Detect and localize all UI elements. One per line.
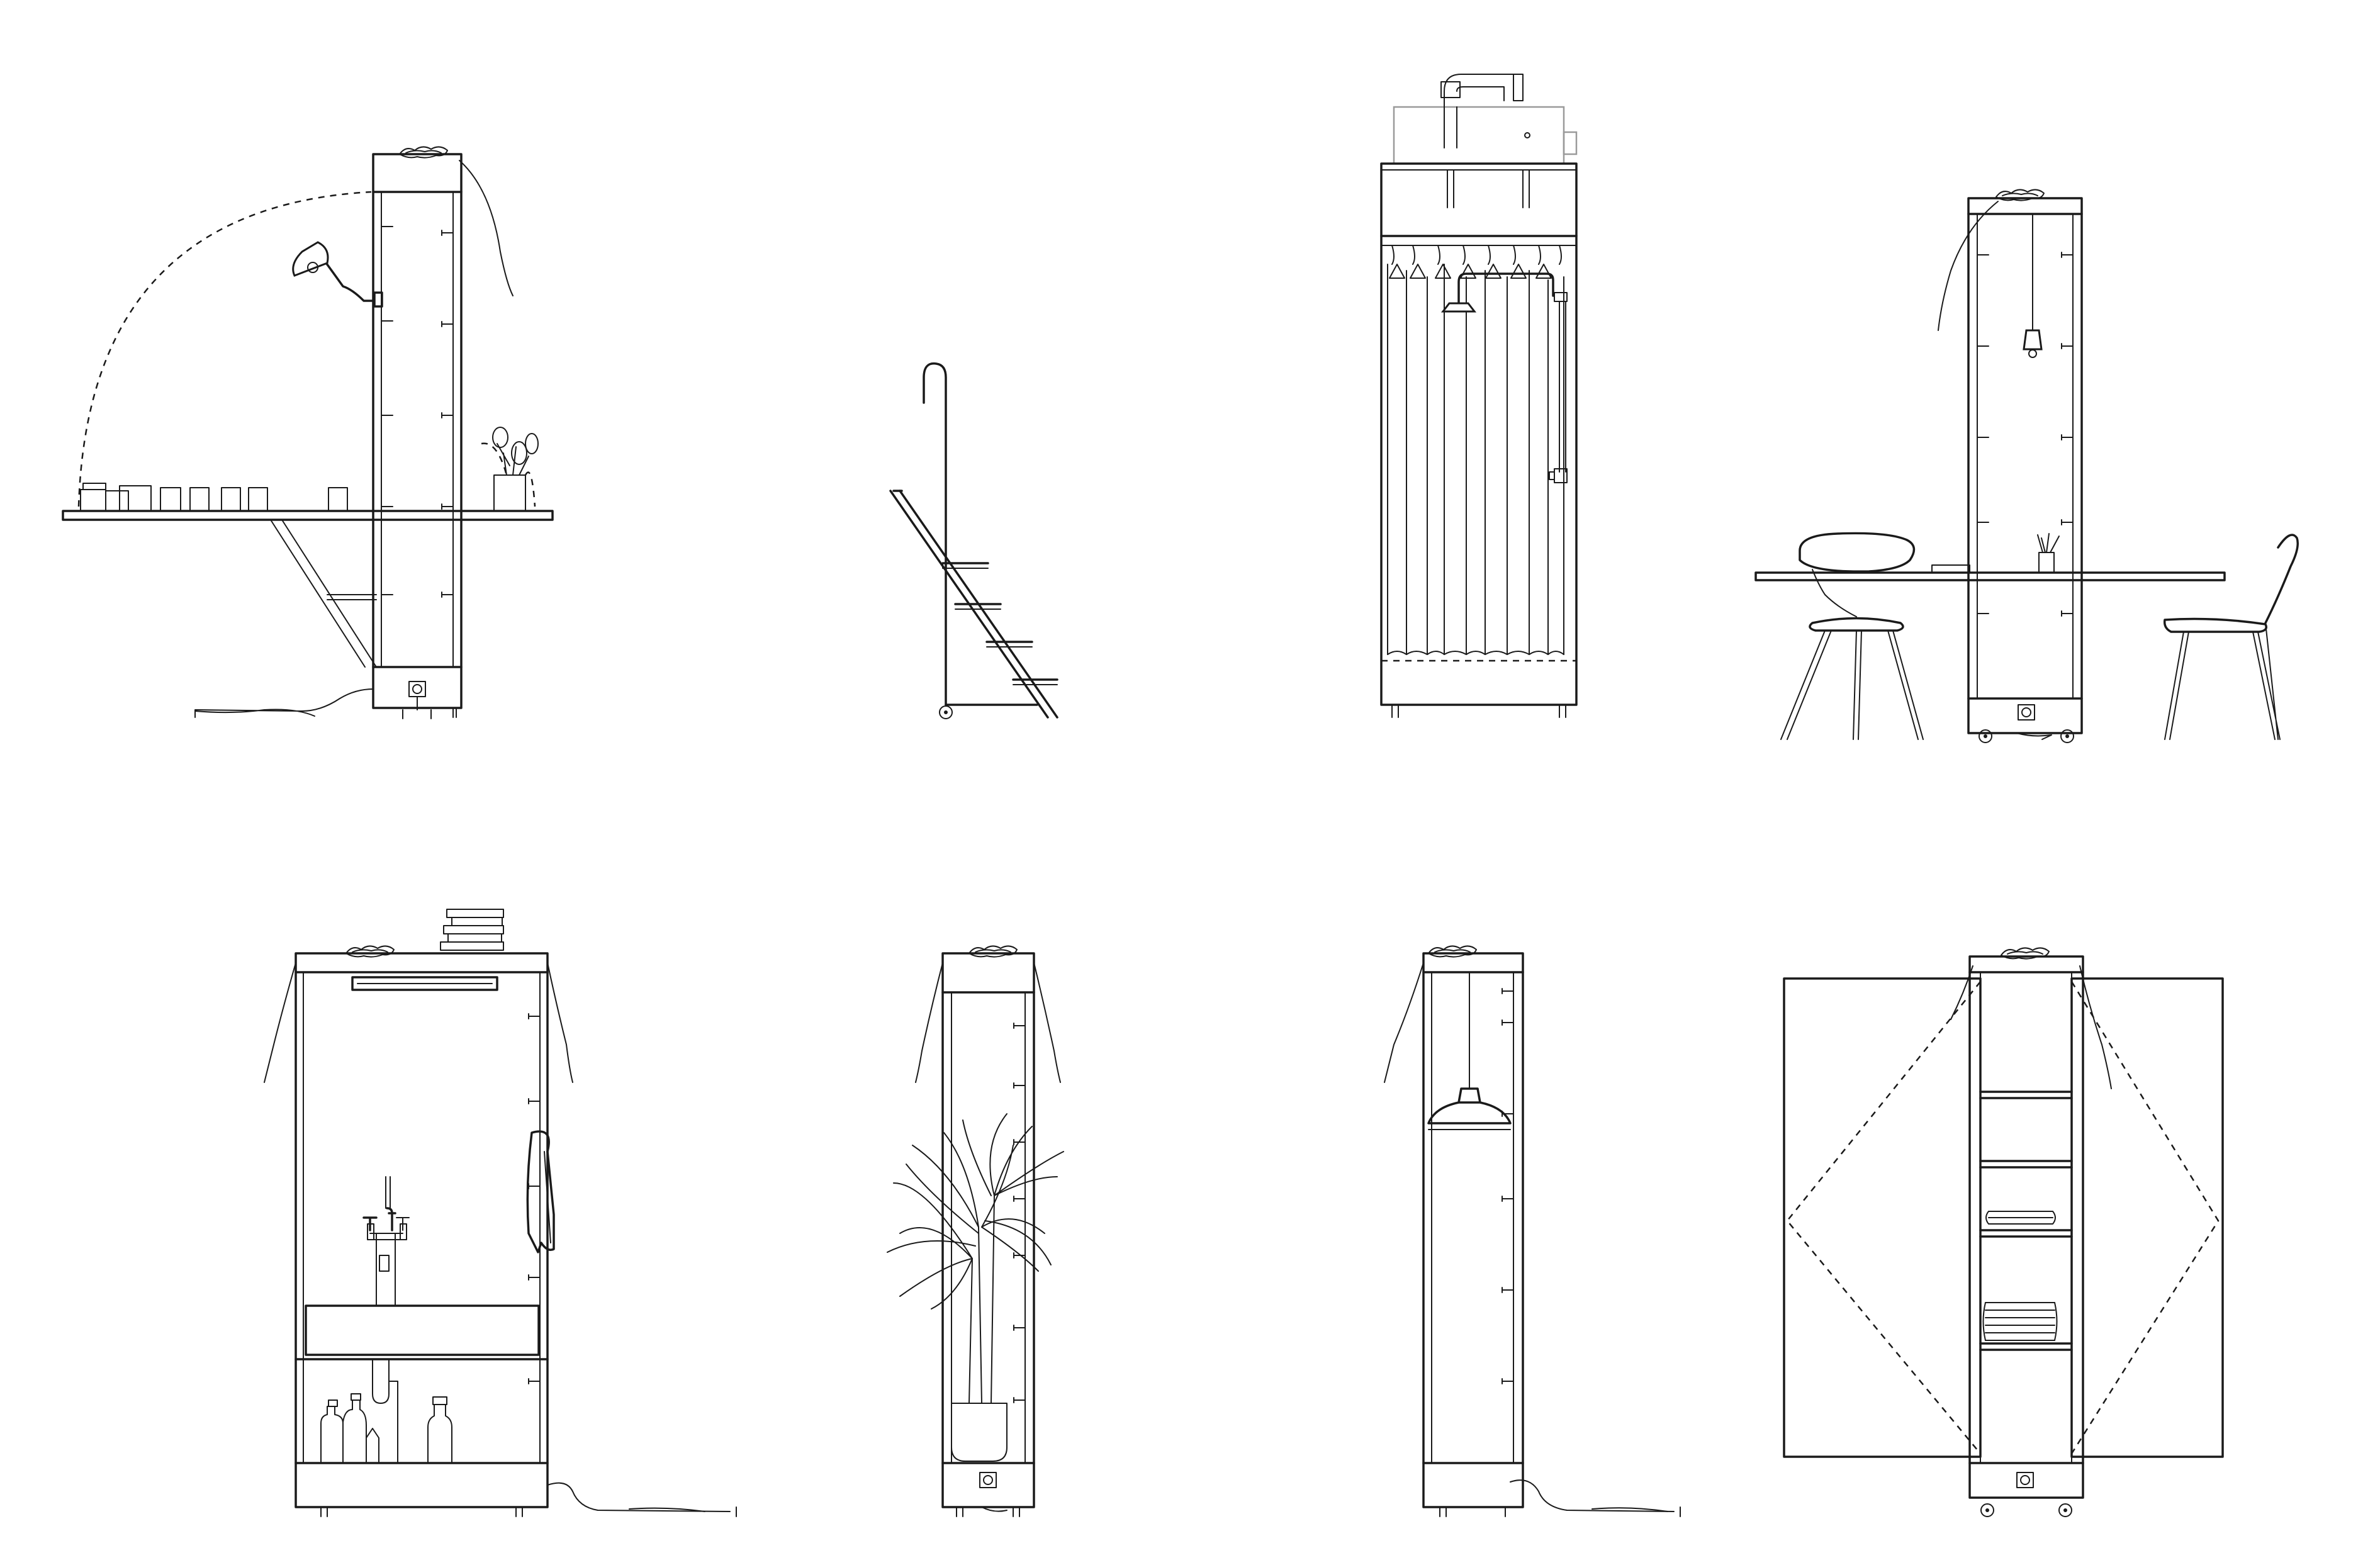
panel-lamp-cabinet [1384,945,1681,1517]
curtain-hooks [1389,245,1562,279]
shower-curtain [1387,264,1564,655]
sink-basin [305,1304,540,1356]
worktop-bracket [270,519,377,668]
book-stack [440,909,504,951]
wardrobe-shelves [1979,1091,2073,1351]
chair-left [1780,532,1924,740]
water-pipe [1444,74,1524,149]
cabinet-body [295,952,549,1508]
cabinet-body [372,153,463,709]
power-cable [194,688,374,718]
sink-tap [362,1176,410,1306]
table-swing-arc [77,191,372,507]
ladder-hook [923,362,947,706]
door-right [2070,977,2224,1458]
panel-dining [1754,189,2299,743]
cleaning-bottles [320,1393,452,1464]
cabinet-body [1422,952,1524,1508]
sink-drain [372,1359,398,1464]
panel-wardrobe [1783,947,2224,1517]
dining-table [1754,571,2226,581]
pencil-cup [2037,533,2060,573]
power-cable [547,1482,737,1517]
pendant-bulb [2023,329,2043,351]
hand-towel [526,1130,555,1254]
shower-head [1457,272,1554,305]
panel-kitchen [62,146,554,719]
mirror-light [351,976,498,991]
panel-bathroom-sink [264,909,737,1517]
ladder-steps [941,562,1058,681]
power-cable [1510,1479,1681,1517]
panel-ladder [889,362,1058,719]
potted-plant [887,1113,1064,1462]
kitchen-jars [80,483,348,512]
folded-clothes [1982,1211,2058,1341]
cabinet-body [1967,197,2083,734]
chair-right [2163,534,2299,740]
door-left [1783,977,1982,1458]
cabinet-body [1380,162,1578,706]
herb-plant [492,427,539,512]
door-fold-lines [1786,981,2220,1454]
folding-worktop [62,510,554,521]
panel-shower [1380,74,1578,718]
panel-plant-cabinet [887,945,1064,1517]
pendant-shade [1427,1087,1512,1125]
cabinet-body [1968,955,2084,1499]
cabinet-body [941,952,1035,1508]
